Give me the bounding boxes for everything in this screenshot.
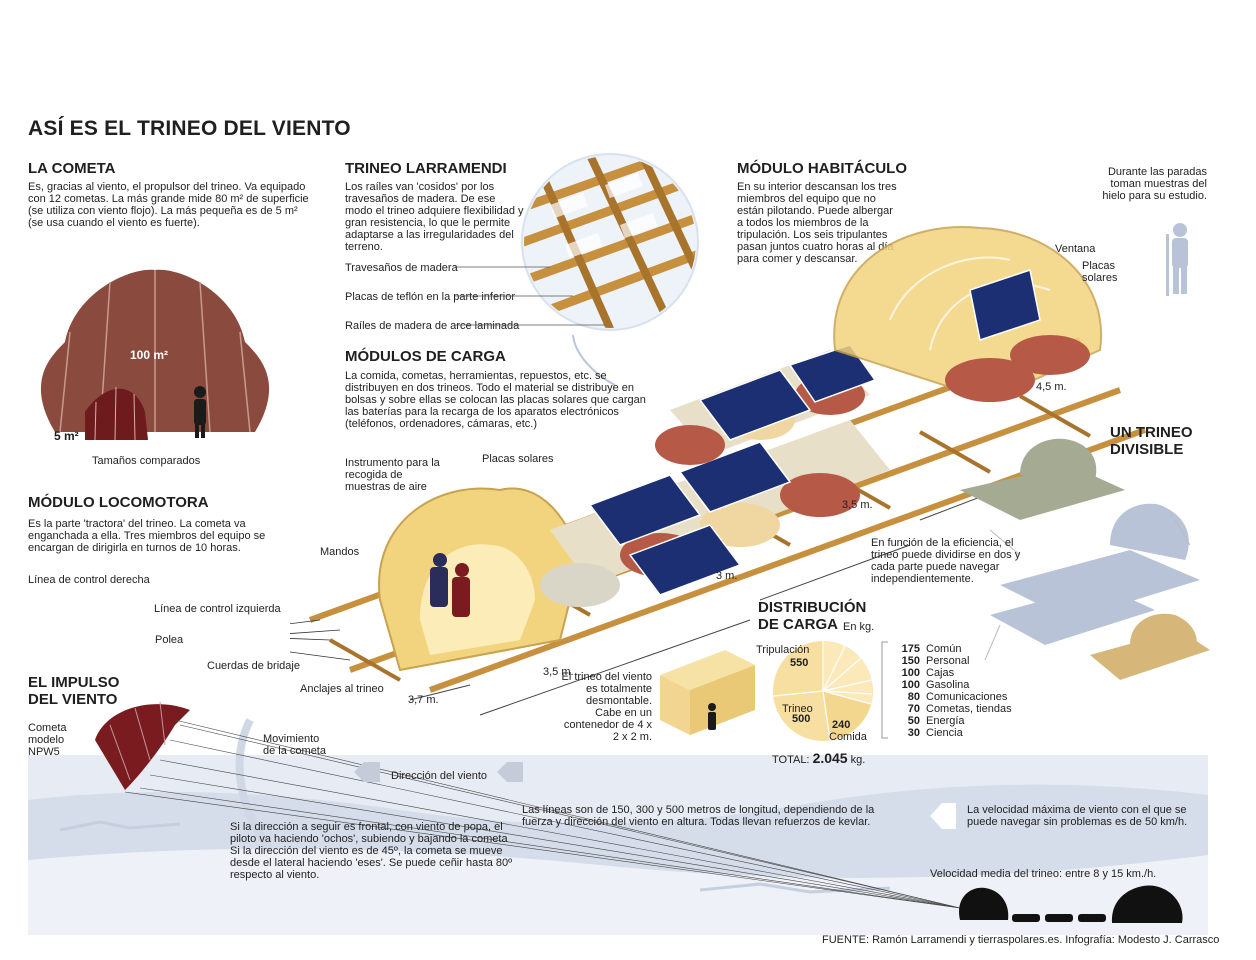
locomotora-text: Es la parte 'tractora' del trineo. La co… [28, 518, 266, 554]
dim-label-1: 3,5 m. [842, 499, 873, 511]
locomotora-cuerdas: Cuerdas de bridaje [207, 660, 300, 672]
sled-silhouette-icon [959, 885, 1183, 923]
dim-label-4: 3,7 m. [408, 694, 439, 706]
pie-value-tripulacion: 550 [790, 657, 809, 669]
impulso-modelo: Cometa modelo NPW5 [28, 722, 67, 758]
impulso-movimiento: Movimiento de la cometa [263, 733, 326, 757]
distribucion-heading: DISTRIBUCIÓN DE CARGA [758, 599, 867, 633]
larramendi-label-railes: Raíles de madera de arce laminada [345, 320, 520, 332]
carga-instrumento-label: Instrumento para la recogida de muestras… [345, 457, 440, 493]
dim-label-3: 3,5 m. [543, 666, 574, 678]
larramendi-label-travesanos: Travesaños de madera [345, 262, 458, 274]
impulso-heading: EL IMPULSO DEL VIENTO [28, 674, 120, 708]
larramendi-heading: TRINEO LARRAMENDI [345, 160, 507, 177]
impulso-direccion: Dirección del viento [391, 770, 487, 782]
kite-lines-illustration [95, 701, 961, 909]
habitaculo-text: En su interior descansan los tres miembr… [737, 181, 897, 265]
locomotora-polea: Polea [155, 634, 184, 646]
wind-arrow-left-icon [354, 762, 380, 782]
wind-arrow-right-icon [497, 762, 523, 782]
container-text: El trineo del viento es totalmente desmo… [561, 671, 653, 743]
distribucion-total: TOTAL: 2.045 kg. [772, 750, 866, 766]
pie-label-trineo: Trineo [782, 703, 813, 715]
divisible-text: En función de la eficiencia, el trineo p… [871, 537, 1021, 585]
carga-text: La comida, cometas, herramientas, repues… [345, 370, 646, 430]
habitaculo-ventana-label: Ventana [1055, 243, 1096, 255]
person-sampling-icon [1166, 223, 1188, 296]
kite-big-label: 100 m² [130, 348, 169, 362]
locomotora-mandos: Mandos [320, 546, 360, 558]
kite-small-label: 5 m² [54, 429, 79, 443]
carga-heading: MÓDULOS DE CARGA [345, 348, 506, 365]
kite-size-comparison [40, 269, 270, 441]
pie-value-comida: 240 [832, 719, 851, 731]
cometa-text: Es, gracias al viento, el propulsor del … [28, 181, 309, 229]
impulso-velocidad-media: Velocidad media del trineo: entre 8 y 15… [930, 868, 1157, 880]
pie-label-tripulacion: Tripulación [756, 644, 810, 656]
pie-breakdown-bracket [881, 641, 888, 739]
locomotora-heading: MÓDULO LOCOMOTORA [28, 494, 209, 511]
locomotora-linea-izquierda: Línea de control izquierda [154, 603, 281, 615]
page-title: ASÍ ES EL TRINEO DEL VIENTO [28, 117, 351, 140]
snow-landscape [28, 755, 1208, 935]
source-credit: FUENTE: Ramón Larramendi y tierraspolare… [822, 934, 1220, 946]
divisible-heading: UN TRINEO DIVISIBLE [1110, 424, 1193, 458]
habitaculo-placas-label: Placas solares [1082, 260, 1118, 284]
habitaculo-heading: MÓDULO HABITÁCULO [737, 160, 907, 177]
sled-train-illustration [290, 226, 1147, 716]
larramendi-text: Los raíles van 'cosidos' por los travesa… [345, 181, 524, 253]
distribucion-pie-chart [772, 641, 873, 741]
pie-label-comida: Comida [829, 731, 867, 743]
carga-placas-label: Placas solares [482, 453, 554, 465]
impulso-frontal: Si la dirección a seguir es frontal, con… [230, 821, 513, 881]
impulso-lineas: Las líneas son de 150, 300 y 500 metros … [522, 804, 875, 828]
distribucion-unit: En kg. [843, 621, 875, 633]
locomotora-linea-derecha: Línea de control derecha [28, 574, 150, 586]
sled-detail-zoom [455, 153, 699, 386]
habitaculo-dim-label: 4,5 m. [1036, 381, 1067, 393]
larramendi-label-teflon: Placas de teflón en la parte inferior [345, 291, 515, 303]
impulso-velocidad-max: La velocidad máxima de viento con el que… [967, 804, 1188, 828]
cometa-heading: LA COMETA [28, 160, 116, 177]
container-illustration [660, 650, 755, 735]
divisible-sleds-illustration [960, 438, 1210, 680]
kite-caption: Tamaños comparados [92, 455, 201, 467]
pie-value-trineo: 500 [792, 713, 811, 725]
wind-arrow-speed-icon [930, 803, 956, 829]
dim-label-2: 3 m. [716, 570, 738, 582]
paradas-text: Durante las paradas toman muestras del h… [1102, 166, 1207, 202]
locomotora-anclajes: Anclajes al trineo [300, 683, 384, 695]
